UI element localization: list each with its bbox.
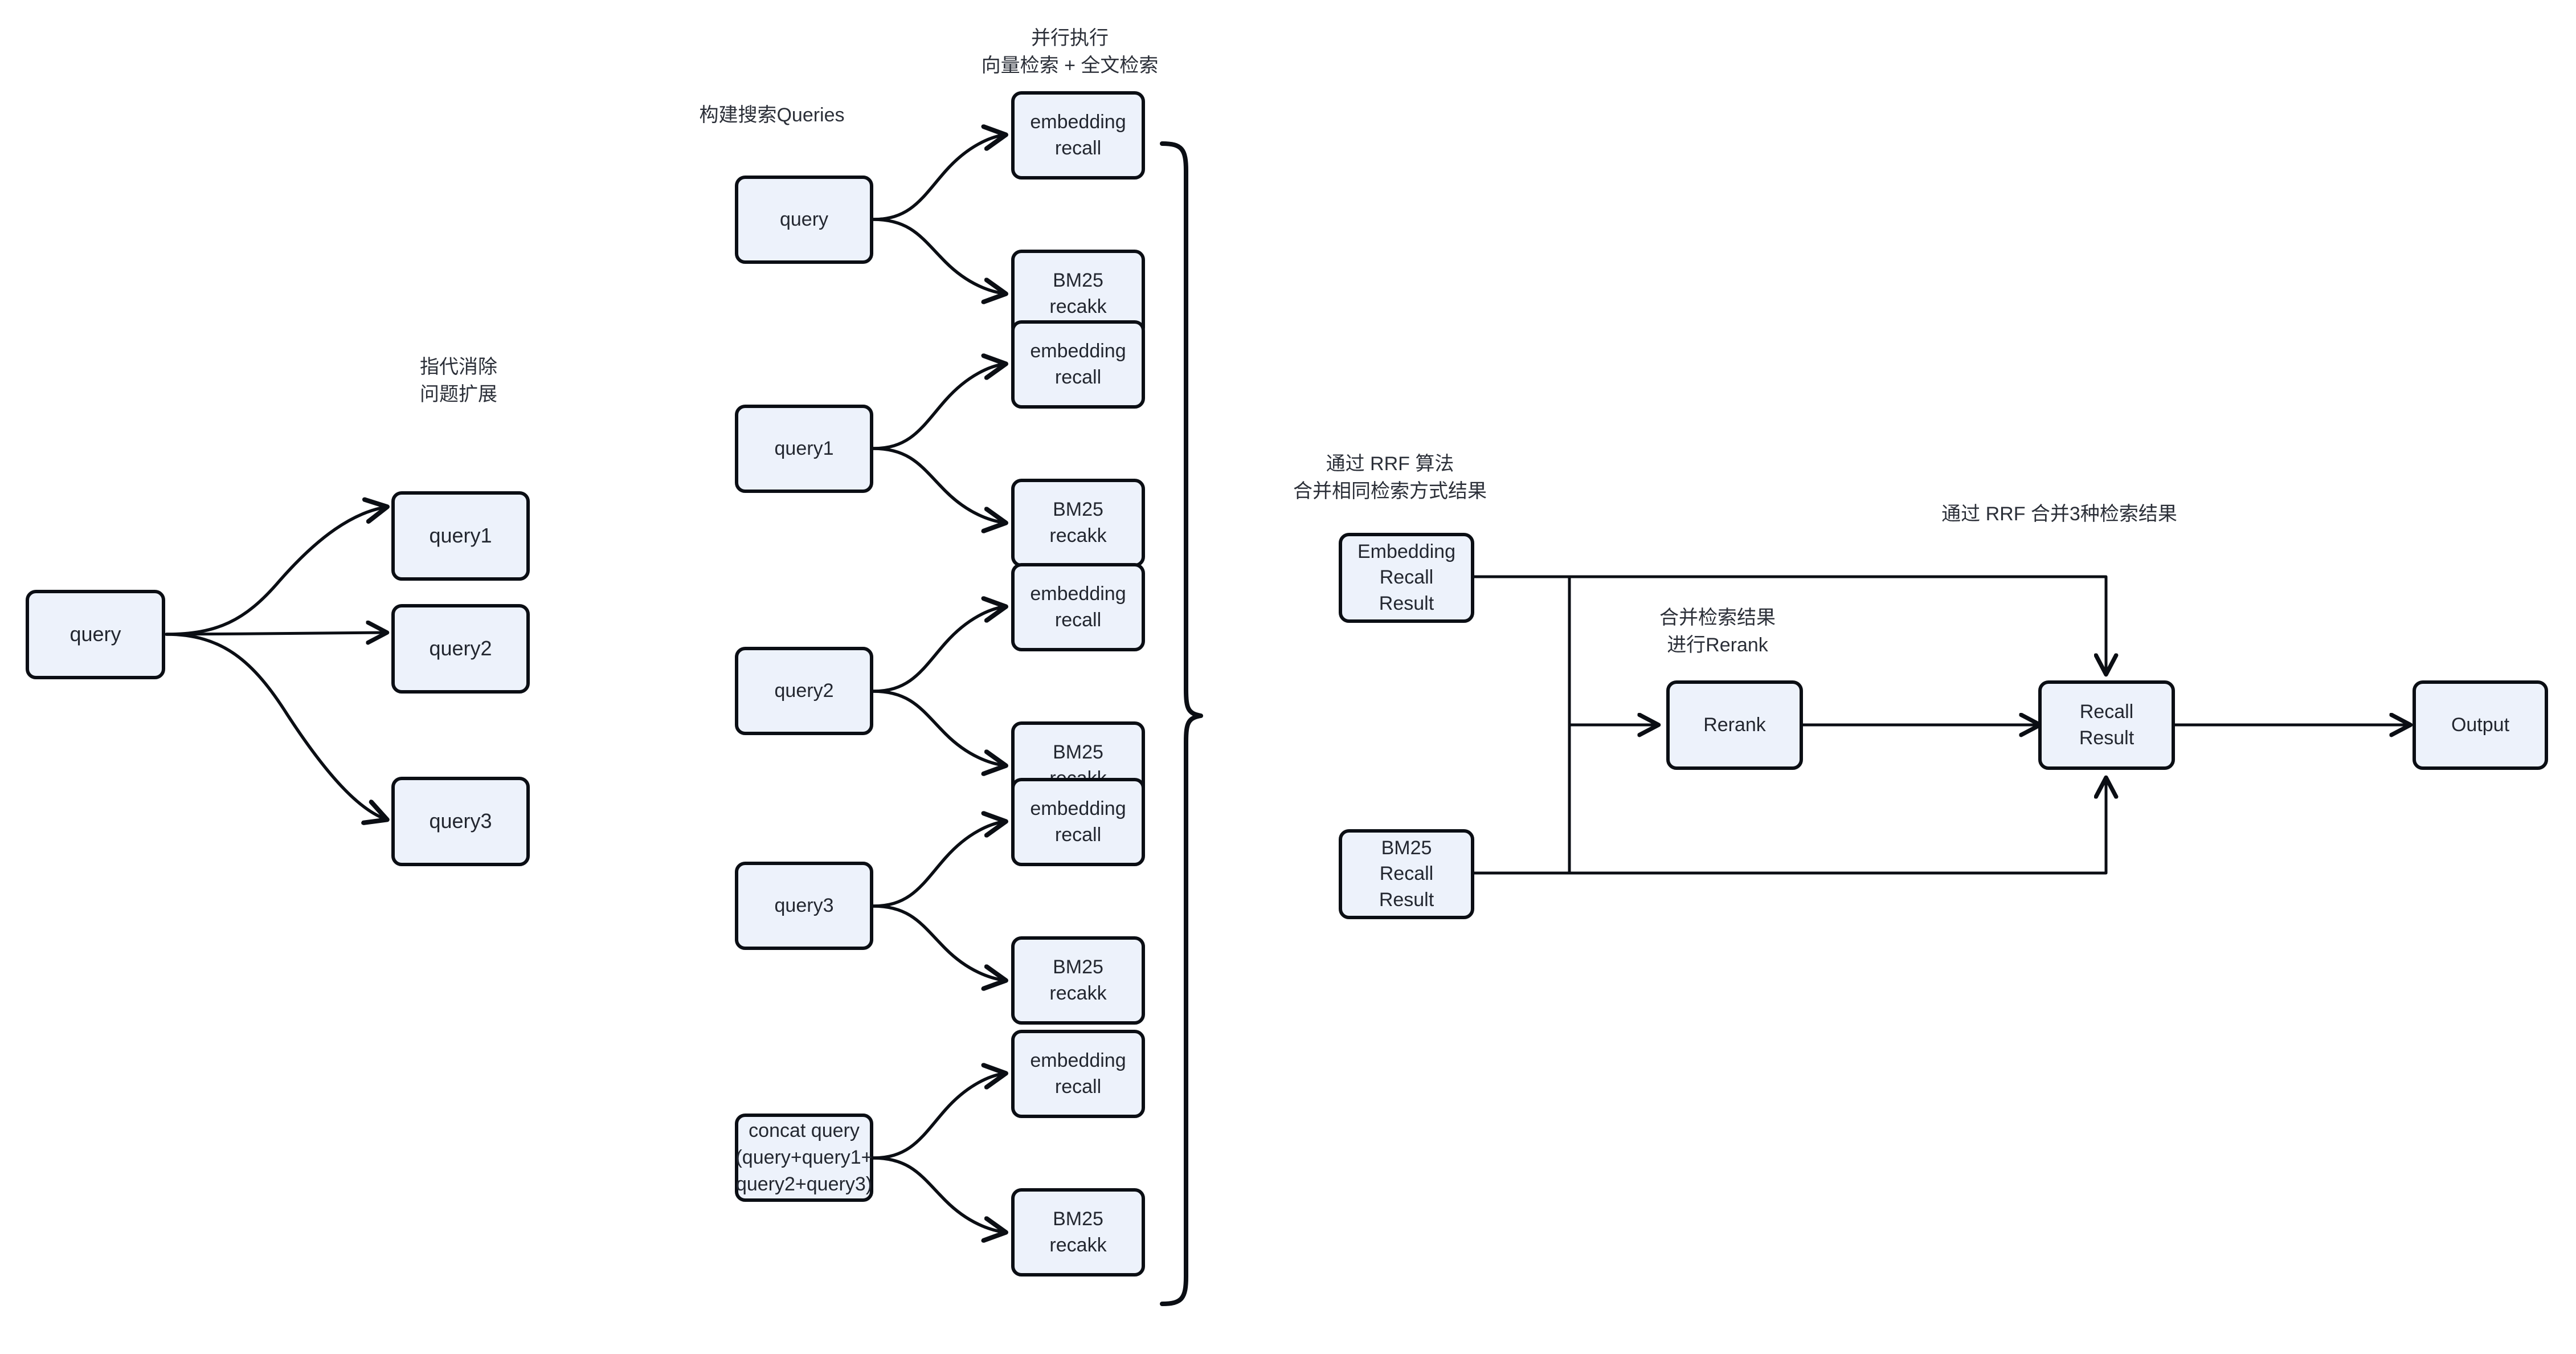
edge-mq5-bm25	[872, 1156, 1004, 1232]
label-query-expansion: 指代消除 问题扩展	[420, 356, 497, 406]
node-bm25-recall-5[interactable]: BM25 recakk	[1011, 1188, 1145, 1276]
node-embedding-recall-result[interactable]: Embedding Recall Result	[1339, 533, 1474, 623]
edge-mq1-embedding	[872, 135, 1004, 221]
edge-mq1-bm25	[872, 218, 1004, 293]
edge-embedresult-to-recallresult	[1473, 575, 2106, 672]
edge-mq4-bm25	[872, 904, 1004, 980]
node-query1[interactable]: query1	[391, 491, 530, 581]
node-embedding-recall-4[interactable]: embedding recall	[1011, 778, 1145, 866]
node-bm25-recall-result[interactable]: BM25 Recall Result	[1339, 829, 1474, 919]
edge-bm25result-to-recallresult	[1473, 780, 2106, 875]
node-mid-source-concat-query[interactable]: concat query (query+query1+ query2+query…	[735, 1114, 873, 1202]
node-mid-source-query[interactable]: query	[735, 176, 873, 264]
edge-query-to-query3	[165, 633, 385, 819]
label-rrf-same-type: 通过 RRF 算法 合并相同检索方式结果	[1293, 453, 1487, 503]
node-embedding-recall-5[interactable]: embedding recall	[1011, 1030, 1145, 1118]
node-mid-source-query3[interactable]: query3	[735, 862, 873, 950]
label-rrf-three: 通过 RRF 合并3种检索结果	[1941, 503, 2177, 525]
node-output[interactable]: Output	[2413, 680, 2548, 770]
edge-mq2-embedding	[872, 364, 1004, 450]
node-bm25-recall-4[interactable]: BM25 recakk	[1011, 936, 1145, 1025]
edge-mq2-bm25	[872, 447, 1004, 523]
node-embedding-recall-2[interactable]: embedding recall	[1011, 320, 1145, 409]
node-query3[interactable]: query3	[391, 777, 530, 866]
edge-query-to-query1	[165, 507, 385, 636]
edge-mq3-bm25	[872, 690, 1004, 765]
label-parallel-exec: 并行执行 向量检索 + 全文检索	[981, 27, 1159, 77]
node-query-source[interactable]: query	[26, 590, 165, 679]
grouping-brace	[1160, 141, 1203, 1306]
node-embedding-recall-1[interactable]: embedding recall	[1011, 91, 1145, 180]
label-build-queries: 构建搜索Queries	[699, 104, 845, 126]
node-recall-result[interactable]: Recall Result	[2038, 680, 2175, 770]
edge-query-to-query2	[165, 633, 385, 634]
edge-mq5-embedding	[872, 1074, 1004, 1160]
node-rerank[interactable]: Rerank	[1666, 680, 1803, 770]
edge-mq3-embedding	[872, 607, 1004, 693]
node-mid-source-query1[interactable]: query1	[735, 405, 873, 493]
node-query2[interactable]: query2	[391, 604, 530, 694]
node-mid-source-query2[interactable]: query2	[735, 647, 873, 735]
label-merge-rerank: 合并检索结果 进行Rerank	[1659, 607, 1776, 656]
node-bm25-recall-2[interactable]: BM25 recakk	[1011, 479, 1145, 567]
edge-mq4-embedding	[872, 822, 1004, 908]
node-embedding-recall-3[interactable]: embedding recall	[1011, 563, 1145, 651]
